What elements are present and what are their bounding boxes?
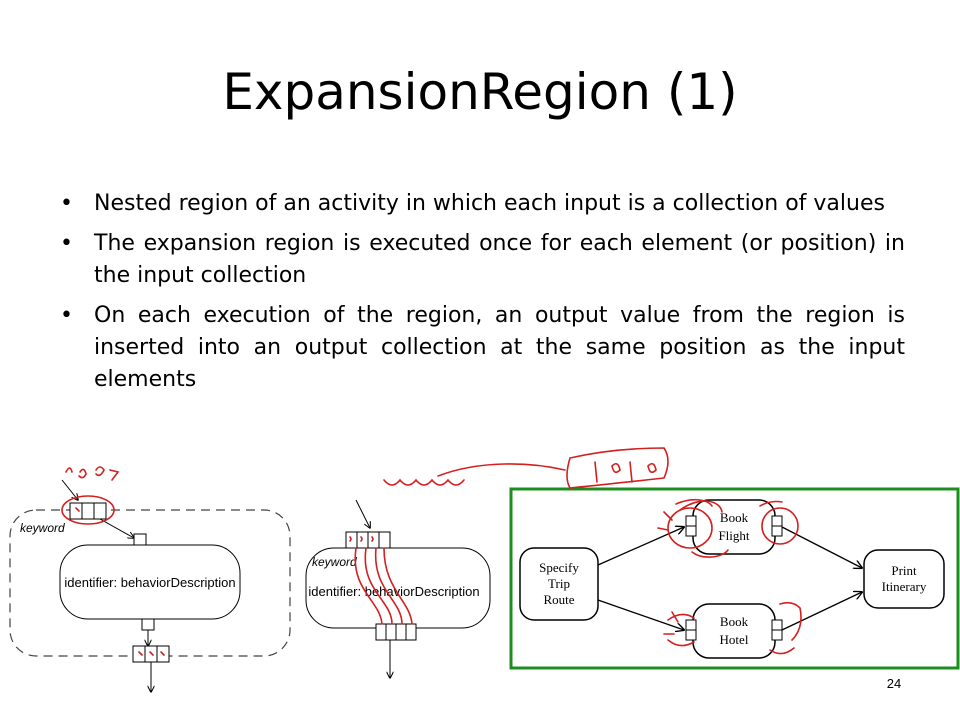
book-flight-label-1: Book bbox=[720, 510, 749, 525]
expansion-region-diagram-2: keyword identifier: behaviorDescription bbox=[305, 499, 491, 678]
slide-title: ExpansionRegion (1) bbox=[222, 63, 738, 121]
book-flight-label-2: Flight bbox=[718, 528, 749, 543]
bullet-item: Nested region of an activity in which ea… bbox=[60, 188, 905, 220]
input-collection-pin bbox=[69, 502, 107, 520]
slide-number: 24 bbox=[886, 676, 902, 691]
region-keyword: keyword bbox=[312, 555, 357, 569]
bullet-item: On each execution of the region, an outp… bbox=[60, 300, 905, 396]
print-label-1: Print bbox=[891, 563, 917, 578]
flow-hotel-to-print bbox=[781, 592, 862, 631]
specify-label-1: Specify bbox=[539, 560, 579, 575]
book-hotel-node bbox=[692, 603, 776, 659]
specify-label-2: Trip bbox=[548, 576, 570, 591]
flow-to-hotel bbox=[597, 599, 684, 630]
flow-flight-to-print bbox=[781, 526, 862, 568]
print-itinerary-node bbox=[863, 549, 945, 609]
book-hotel-label-1: Book bbox=[720, 614, 749, 629]
print-label-2: Itinerary bbox=[882, 579, 927, 594]
book-hotel-label-2: Hotel bbox=[720, 632, 749, 647]
booking-example-diagram: Specify Trip Route Book Flight Book Hote… bbox=[509, 487, 960, 670]
action-input-pin bbox=[133, 533, 147, 546]
bullet-list: Nested region of an activity in which ea… bbox=[60, 188, 905, 404]
input-arrow bbox=[61, 479, 78, 500]
action-label: identifier: behaviorDescription bbox=[64, 575, 235, 590]
handwritten-annotations bbox=[61, 447, 802, 656]
action-output-pin bbox=[141, 618, 155, 631]
region-keyword: keyword bbox=[20, 521, 65, 535]
specify-trip-route-node bbox=[519, 547, 599, 621]
action-label: identifier: behaviorDescription bbox=[308, 584, 479, 599]
expansion-region-diagram-1: keyword identifier: behaviorDescription bbox=[9, 479, 291, 692]
specify-label-3: Route bbox=[543, 592, 574, 607]
flow-to-flight bbox=[597, 527, 684, 566]
bullet-item: The expansion region is executed once fo… bbox=[60, 228, 905, 292]
